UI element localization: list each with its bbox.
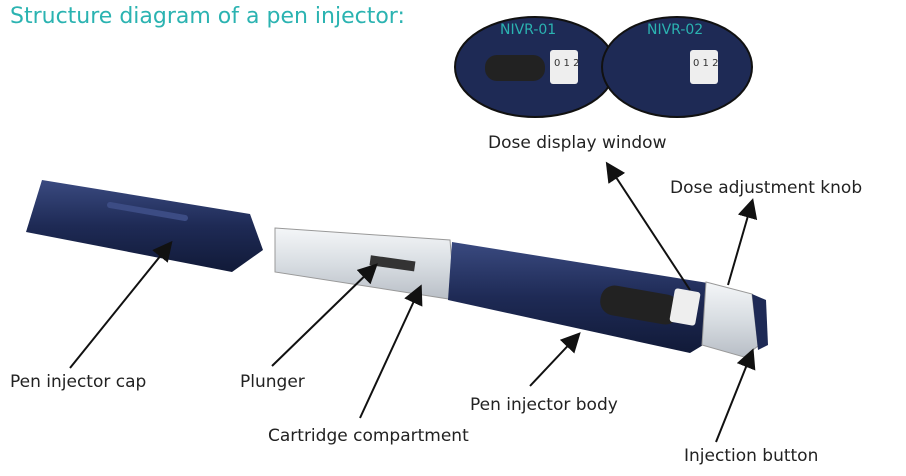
label-injection-button: Injection button [684,446,819,466]
label-pen-injector-cap: Pen injector cap [10,372,147,392]
diagram-title: Structure diagram of a pen injector: [10,4,405,29]
dose-digits-01: 0 1 2 [554,58,580,69]
cartridge [274,227,456,301]
label-cartridge-compartment: Cartridge compartment [268,426,469,446]
label-pen-injector-body: Pen injector body [470,395,618,415]
dose-knob [701,281,759,358]
inset-nivr-02 [601,16,753,118]
inset-nivr-01 [454,16,616,118]
label-dose-display-window: Dose display window [488,133,667,153]
pen-body [448,242,718,353]
inset-label-nivr-01: NIVR-01 [500,22,557,38]
pen-cap [26,180,263,272]
dose-digits-02: 0 1 2 [693,58,719,69]
label-plunger: Plunger [240,372,305,392]
inset-label-nivr-02: NIVR-02 [647,22,704,38]
label-dose-adjustment-knob: Dose adjustment knob [670,178,863,198]
